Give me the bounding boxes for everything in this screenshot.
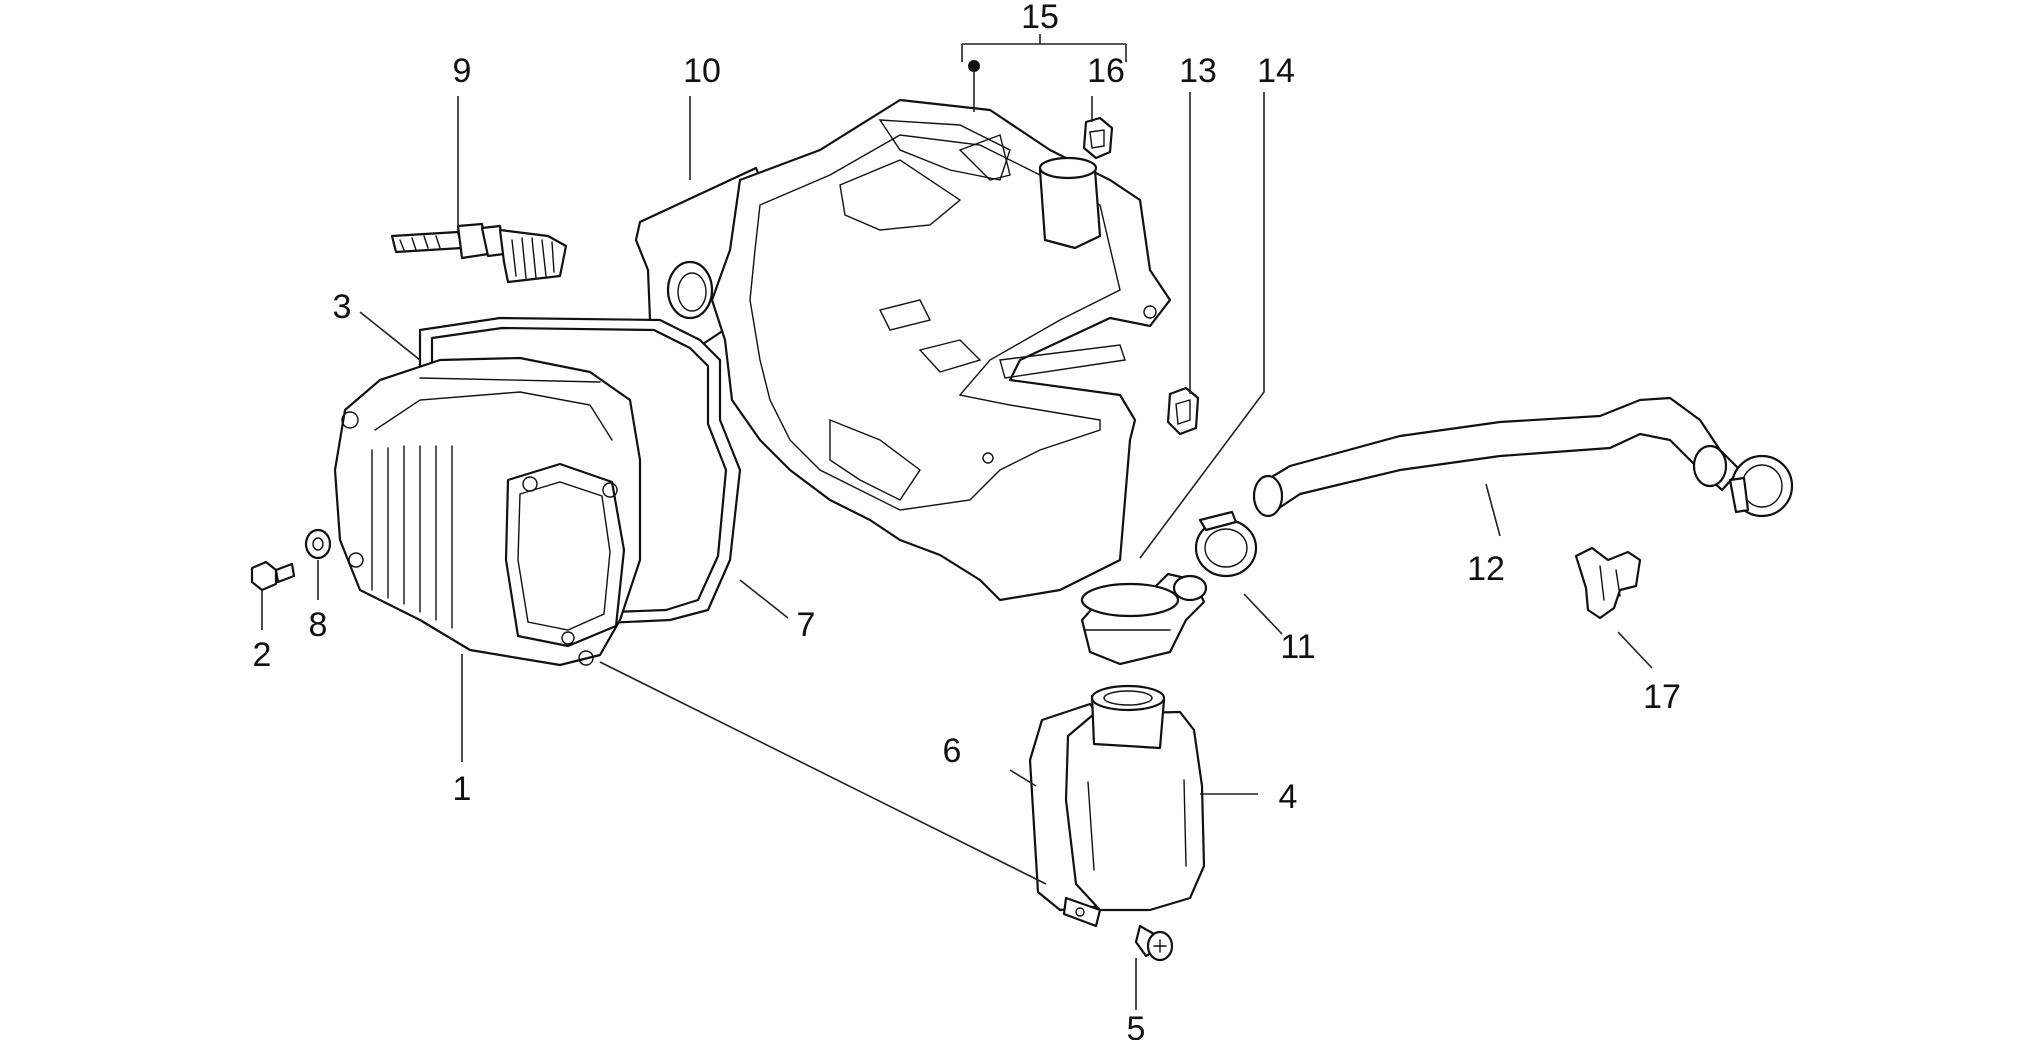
leader-lines (261, 34, 1653, 1010)
callout-12: 12 (1467, 550, 1505, 588)
callout-7: 7 (797, 606, 816, 644)
callout-11: 11 (1280, 628, 1315, 666)
elbow-hose-part (1080, 572, 1208, 666)
washer-part (304, 528, 332, 560)
clip-part-13 (1166, 386, 1200, 436)
callout-14: 14 (1257, 52, 1295, 90)
breather-hose-part (1252, 396, 1794, 518)
callout-13: 13 (1179, 52, 1217, 90)
callout-2: 2 (253, 636, 272, 674)
screw-part-5 (1134, 924, 1174, 962)
callout-10: 10 (683, 52, 721, 90)
callout-4: 4 (1279, 778, 1298, 816)
callout-8: 8 (309, 606, 328, 644)
clip-part-16 (1082, 116, 1114, 160)
hose-clamp-part-11 (1194, 510, 1258, 578)
callout-3: 3 (333, 288, 352, 326)
callout-16: 16 (1087, 52, 1125, 90)
spark-plug-part (390, 222, 568, 284)
callout-1: 1 (453, 770, 472, 808)
callout-15: 15 (1021, 0, 1059, 36)
callout-6: 6 (943, 732, 962, 770)
callout-9: 9 (453, 52, 472, 90)
callout-5: 5 (1127, 1010, 1146, 1040)
air-box-housing-part (710, 98, 1172, 602)
head-cover-part (333, 356, 642, 667)
screw-part-2 (250, 560, 296, 592)
callout-17: 17 (1643, 678, 1681, 716)
clip-part-17 (1574, 546, 1642, 620)
breather-box-part (1062, 684, 1206, 928)
